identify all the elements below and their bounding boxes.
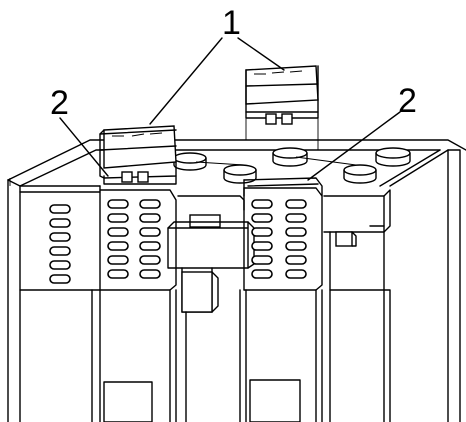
- vent-slots-left: [107, 199, 161, 279]
- terminal-cap: [375, 147, 411, 167]
- terminal-cover-installed-right: [243, 177, 323, 197]
- callout-1: 1: [222, 4, 241, 42]
- leader-lines: [59, 37, 401, 181]
- cabinet-top-frame: [7, 139, 466, 422]
- vent-slots-right: [251, 199, 307, 279]
- cell-terminals: [173, 147, 411, 184]
- left-side-panel: [19, 191, 101, 422]
- terminal-cap: [173, 152, 207, 171]
- terminal-cap: [343, 164, 377, 184]
- terminal-cover-exploded: [245, 65, 319, 150]
- callout-2-right: 2: [398, 82, 417, 120]
- callout-2-left: 2: [50, 84, 69, 122]
- right-connector: [323, 189, 391, 422]
- center-connector: [167, 195, 255, 422]
- right-vent-panel: [243, 187, 323, 422]
- terminal-cover-installed-left: [99, 125, 177, 185]
- terminal-cap: [272, 147, 308, 167]
- left-vent-panel: [91, 185, 177, 422]
